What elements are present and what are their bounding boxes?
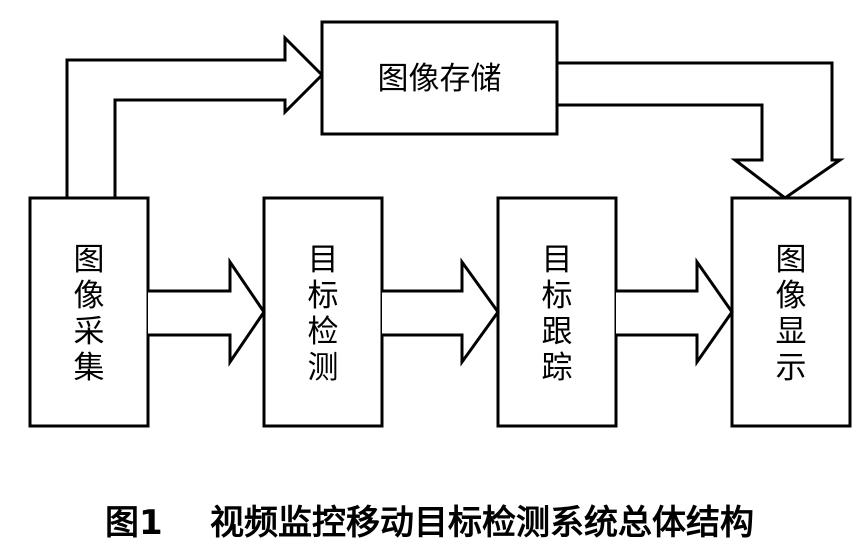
svg-text:跟: 跟 xyxy=(542,314,573,350)
svg-text:示: 示 xyxy=(776,350,807,386)
svg-text:目: 目 xyxy=(308,242,339,278)
svg-text:踪: 踪 xyxy=(542,350,573,386)
svg-text:显: 显 xyxy=(776,314,807,350)
arrow-storage-to-display xyxy=(557,61,845,200)
svg-text:标: 标 xyxy=(308,278,339,314)
image-storage-box xyxy=(320,20,559,136)
target-detection-label: 目 标 检 测 xyxy=(308,242,339,386)
image-capture-label: 图 像 采 集 xyxy=(74,242,105,386)
svg-text:图: 图 xyxy=(74,242,105,278)
image-capture-box xyxy=(28,196,150,428)
target-detection-box xyxy=(262,196,384,428)
svg-text:目: 目 xyxy=(542,242,573,278)
target-tracking-label: 目 标 跟 踪 xyxy=(542,242,573,386)
figure-caption: 图1 视频监控移动目标检测系统总体结构 xyxy=(105,503,754,543)
svg-text:图: 图 xyxy=(776,242,807,278)
arrow-capture-to-detection xyxy=(148,257,266,367)
arrow-capture-to-storage xyxy=(65,34,325,198)
svg-text:检: 检 xyxy=(308,314,339,350)
image-display-label: 图 像 显 示 xyxy=(776,242,807,386)
figure-number: 图1 xyxy=(105,503,163,543)
image-display-box xyxy=(730,196,852,428)
image-storage-label: 图像存储 xyxy=(378,61,502,97)
svg-text:测: 测 xyxy=(308,350,339,386)
arrow-tracking-to-display xyxy=(616,257,734,367)
arrow-detection-to-tracking xyxy=(382,257,500,367)
svg-text:标: 标 xyxy=(542,278,573,314)
svg-text:采: 采 xyxy=(74,314,105,350)
svg-text:像: 像 xyxy=(74,278,105,314)
svg-text:像: 像 xyxy=(776,278,807,314)
figure-title: 视频监控移动目标检测系统总体结构 xyxy=(210,503,754,543)
svg-text:集: 集 xyxy=(74,350,105,386)
